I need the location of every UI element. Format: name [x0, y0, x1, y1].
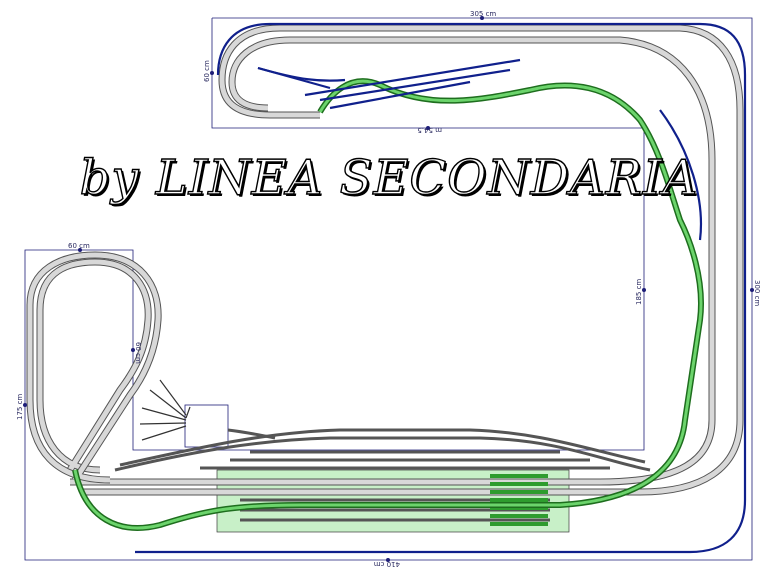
dim-top-width: 305 cm: [470, 10, 496, 18]
station-tracks: [114, 428, 651, 472]
green-secondary-line: [72, 78, 704, 531]
blue-tracks: [135, 22, 747, 554]
dim-left-height: 175 cm: [16, 394, 24, 420]
dim-left-width: 60 cm: [68, 242, 90, 250]
dim-top-height: 60 cm: [203, 60, 211, 82]
dim-small-label: 60 cm: [134, 342, 142, 364]
turntable-spokes: [139, 379, 191, 441]
dim-bottom-width: 410 cm: [374, 560, 400, 568]
dim-right-height: 300 cm: [753, 280, 761, 306]
dimension-markers: [23, 16, 754, 562]
watermark-title: by LINEA SECONDARIA: [79, 149, 699, 206]
grey-main-loop: [26, 24, 744, 496]
dim-inner-right-height: 185 cm: [635, 279, 643, 305]
yard-sidings-green: [490, 474, 548, 526]
dim-top-inner: m 54.5: [417, 126, 442, 134]
